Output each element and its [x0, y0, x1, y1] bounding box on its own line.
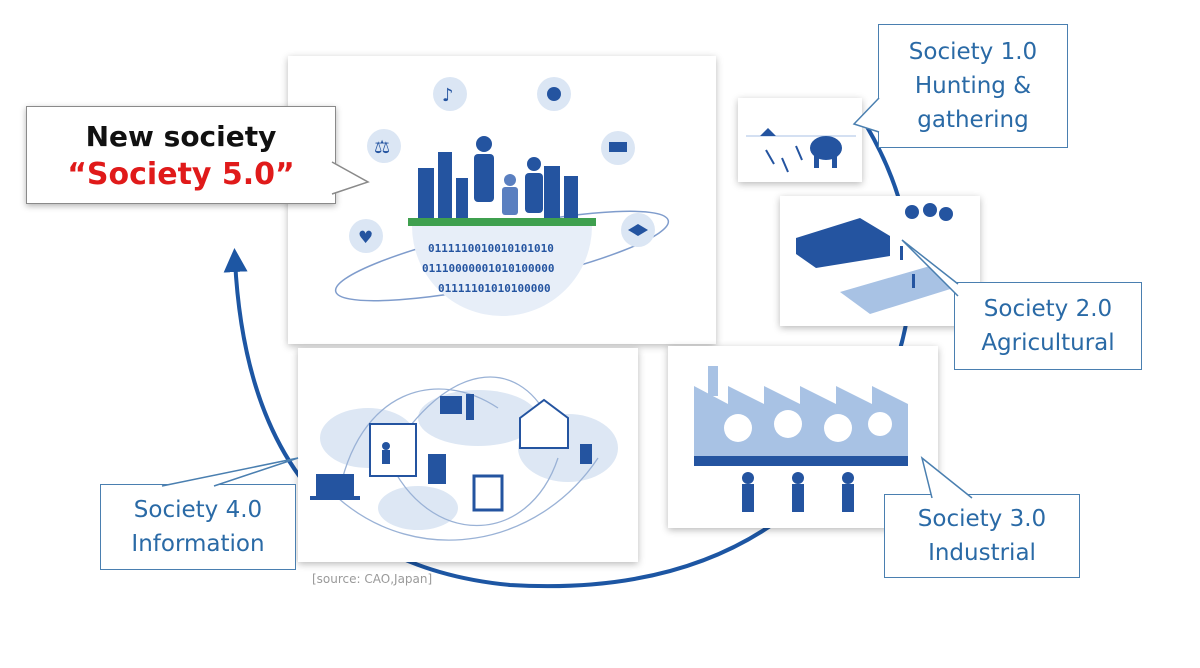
scales-of-justice-icon: ⚖ [374, 137, 390, 158]
binary-row-3: 01111101010100000 [438, 282, 551, 295]
binary-row-1: 0111110010010101010 [428, 242, 554, 255]
society-5-label: “Society 5.0” [67, 157, 295, 192]
new-society-callout: New society “Society 5.0” [26, 106, 336, 204]
coins-icon [547, 87, 561, 101]
source-caption: [source: CAO,Japan] [312, 572, 433, 586]
society3-callout-tail [920, 456, 973, 499]
society2-callout-tail [901, 239, 959, 297]
society4-callout-tail [161, 457, 299, 487]
society2-title: Society 2.0 [983, 296, 1113, 322]
society1-illustration-card [738, 98, 862, 182]
society5-globe-illustration: 0111110010010101010 01110000001010100000… [334, 77, 670, 316]
graduation-cap-icon [628, 224, 648, 236]
society2-subtitle: Agricultural [981, 330, 1115, 356]
factory-icon [609, 142, 627, 152]
society4-subtitle: Information [131, 531, 265, 557]
society3-illustration-card [668, 346, 938, 528]
society2-callout: Society 2.0 Agricultural [954, 282, 1142, 370]
society1-subtitle-line2: gathering [917, 107, 1029, 133]
society1-callout: Society 1.0 Hunting & gathering [878, 24, 1068, 148]
society2-illustration-card [780, 196, 980, 326]
society3-subtitle: Industrial [928, 540, 1036, 566]
society3-title: Society 3.0 [917, 506, 1047, 532]
society1-title: Society 1.0 [908, 39, 1038, 65]
farm-field-illustration [796, 203, 960, 314]
music-note-icon: ♪ [442, 85, 454, 106]
society3-callout: Society 3.0 Industrial [884, 494, 1080, 578]
society4-illustration-card [298, 348, 638, 562]
new-society-label: New society [85, 120, 277, 153]
society4-title: Society 4.0 [133, 497, 263, 523]
society1-subtitle-line1: Hunting & [914, 73, 1032, 99]
heart-icon: ♥ [358, 228, 373, 248]
binary-row-2: 01110000001010100000 [422, 262, 554, 275]
society4-callout: Society 4.0 Information [100, 484, 296, 570]
new-society-callout-tail [331, 161, 370, 195]
mammoth-hunting-illustration [746, 128, 856, 173]
factory-assembly-line-illustration [694, 366, 908, 512]
society1-callout-tail [852, 97, 880, 133]
society5-illustration-card: 0111110010010101010 01110000001010100000… [288, 56, 716, 344]
world-network-devices-illustration [310, 376, 618, 541]
